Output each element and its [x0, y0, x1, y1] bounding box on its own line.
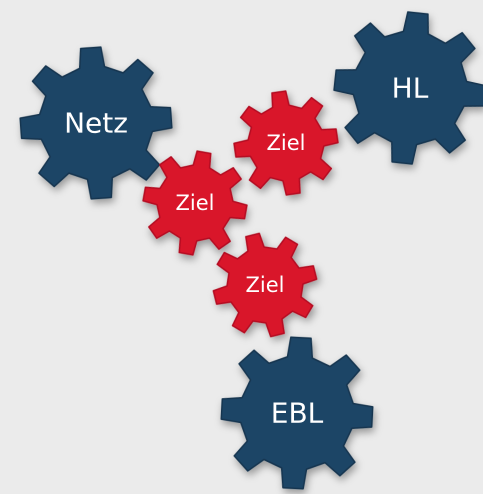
gear-hl-shape [333, 11, 483, 165]
gear-ziel-1: Ziel [233, 90, 339, 196]
gear-netz-shape [19, 46, 173, 200]
gear-ziel-3: Ziel [212, 232, 318, 338]
gear-ziel-2: Ziel [142, 150, 248, 256]
gear-netz-label: Netz [64, 107, 128, 140]
gear-ziel-2-label: Ziel [176, 191, 215, 215]
gear-hl: HL [333, 11, 483, 165]
gear-ziel-2-shape [142, 150, 248, 256]
gear-ziel-3-label: Ziel [246, 273, 285, 297]
gear-netz: Netz [19, 46, 173, 200]
gear-ziel-1-label: Ziel [267, 131, 306, 155]
gear-ebl: EBL [220, 336, 374, 490]
gear-ebl-label: EBL [271, 397, 324, 430]
gear-hl-label: HL [392, 72, 429, 105]
gear-ebl-shape [220, 336, 374, 490]
gear-ziel-1-shape [233, 90, 339, 196]
gear-ziel-3-shape [212, 232, 318, 338]
